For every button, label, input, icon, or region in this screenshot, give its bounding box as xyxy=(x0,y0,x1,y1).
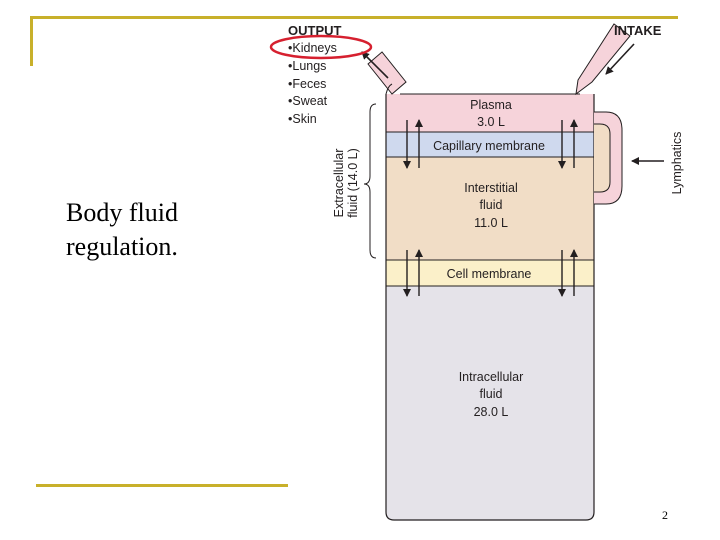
plasma-name: Plasma xyxy=(470,98,512,112)
intracellular-volume: 28.0 L xyxy=(474,405,509,419)
output-item-sweat: •Sweat xyxy=(288,94,328,108)
output-item-feces: •Feces xyxy=(288,77,326,91)
kidneys-highlight-circle xyxy=(269,34,373,60)
capillary-exchange-arrows xyxy=(403,119,578,169)
cell-membrane-label: Cell membrane xyxy=(447,267,532,281)
intracellular-name-line2: fluid xyxy=(480,387,503,401)
ecf-label-line1: Extracellular xyxy=(332,149,346,218)
output-heading: OUTPUT xyxy=(288,23,342,38)
cell-membrane-exchange-arrows xyxy=(403,249,578,297)
top-gold-line xyxy=(30,16,678,19)
interstitial-name-line1: Interstitial xyxy=(464,181,518,195)
lymphatic-loop xyxy=(594,111,664,205)
interstitial-compartment xyxy=(386,157,594,260)
container-outline xyxy=(385,94,595,521)
extracellular-bracket xyxy=(363,103,377,259)
interstitial-name-line2: fluid xyxy=(480,198,503,212)
output-tube xyxy=(361,51,407,95)
intake-tube xyxy=(575,23,635,96)
intracellular-name-line1: Intracellular xyxy=(459,370,524,384)
capillary-membrane-label: Capillary membrane xyxy=(433,139,545,153)
intracellular-compartment xyxy=(386,286,594,520)
intake-label: INTAKE xyxy=(614,23,662,38)
left-gold-line xyxy=(30,16,33,66)
page-number: 2 xyxy=(662,508,668,522)
bottom-gold-line xyxy=(36,484,288,487)
lymphatics-label: Lymphatics xyxy=(670,132,684,195)
ecf-label-line2: fluid (14.0 L) xyxy=(346,148,360,217)
slide-title: Body fluid regulation. xyxy=(66,196,226,264)
output-item-skin: •Skin xyxy=(288,112,317,126)
cell-membrane-band xyxy=(386,260,594,286)
fluid-container xyxy=(385,93,595,521)
interstitial-volume: 11.0 L xyxy=(474,216,508,230)
output-item-lungs: •Lungs xyxy=(288,59,326,73)
slide-title-line2: regulation. xyxy=(66,232,178,261)
capillary-membrane-band xyxy=(386,132,594,157)
output-item-kidneys: •Kidneys xyxy=(288,41,337,55)
slide-title-line1: Body fluid xyxy=(66,198,178,227)
plasma-volume: 3.0 L xyxy=(477,115,505,129)
